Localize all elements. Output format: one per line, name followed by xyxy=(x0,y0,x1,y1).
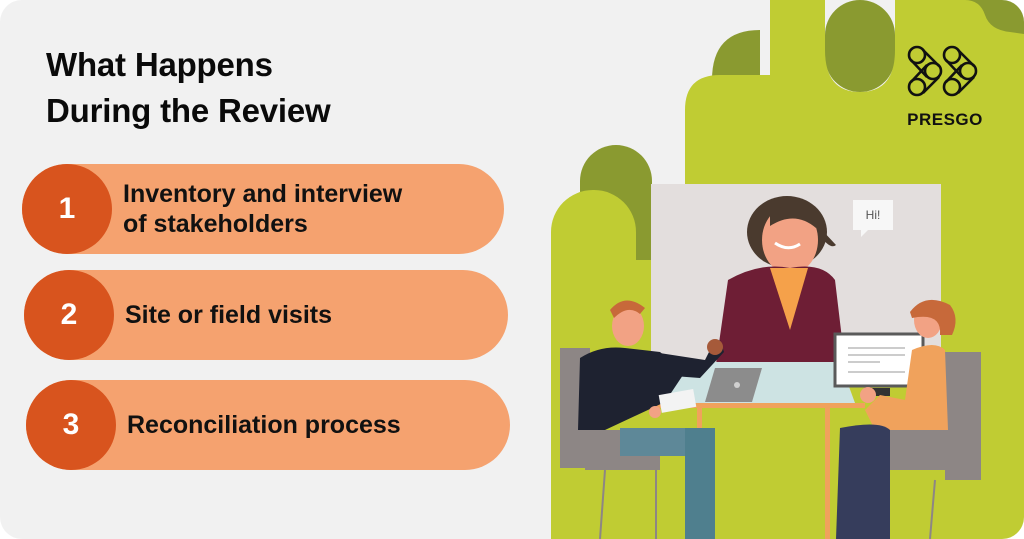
step-number-badge: 1 xyxy=(22,164,112,254)
step-label: Inventory and interview of stakeholders xyxy=(123,164,402,254)
laptop xyxy=(705,368,762,402)
title-line-2: During the Review xyxy=(46,92,331,129)
step-label-line-2: of stakeholders xyxy=(123,210,308,238)
presgo-logo-mark xyxy=(907,45,978,97)
step-item-3: 3 Reconciliation process xyxy=(26,380,510,470)
title-line-1: What Happens xyxy=(46,46,273,83)
step-label: Site or field visits xyxy=(125,270,332,360)
speech-bubble: Hi! xyxy=(853,200,893,237)
presenter-figure xyxy=(716,196,845,364)
step-label-line-1: Site or field visits xyxy=(125,301,333,329)
step-item-1: 1 Inventory and interview of stakeholder… xyxy=(22,164,504,254)
page-title: What Happens During the Review xyxy=(46,42,331,134)
step-label: Reconciliation process xyxy=(127,380,401,470)
step-number-badge: 3 xyxy=(26,380,116,470)
right-woman-figure xyxy=(833,299,981,539)
step-label-line-1: Reconciliation process xyxy=(127,411,401,439)
step-label-line-1: Inventory and interview xyxy=(123,180,403,208)
step-item-2: 2 Site or field visits xyxy=(24,270,508,360)
step-number-badge: 2 xyxy=(24,270,114,360)
left-man-figure xyxy=(560,300,724,539)
brand-name: PRESGO xyxy=(907,110,983,129)
